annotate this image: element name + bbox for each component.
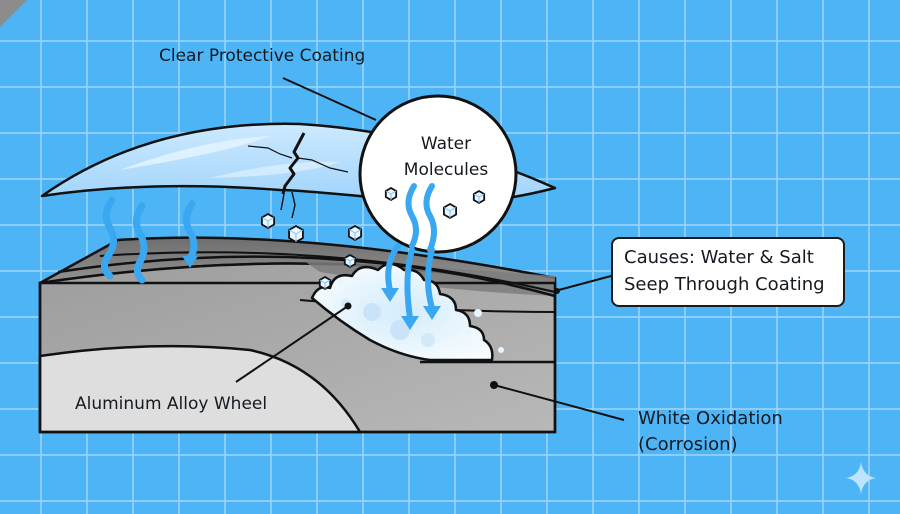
arrow-down-icon [182,256,198,268]
molecule-facet [443,207,457,218]
callout-line1: Causes: Water & Salt [624,247,814,268]
coating-label: Clear Protective Coating [159,46,366,66]
water-molecules [260,186,486,291]
water-stream [405,183,437,253]
molecule-facet [473,193,485,203]
water-wave-icon [101,196,198,284]
molecule-facet [385,190,397,200]
layer-line [57,255,556,298]
callout-line2: Seep Through Coating [624,274,825,295]
alloy-region [38,344,362,434]
wheel-outline [38,281,557,434]
molecule-facet [319,279,331,289]
sparkle-icon [846,462,876,494]
molecule-facet [348,229,362,240]
bubble-label-line1: Water [420,134,472,154]
oxidation-label-line1: White Oxidation [638,408,783,429]
magnifier-bubble [358,94,518,254]
corner-fold [0,0,27,27]
crack-icon [281,132,306,195]
bubble-label: Water Molecules [386,131,506,183]
layer-line [99,251,556,293]
water-flow-arrows [385,243,435,321]
oxidation-label-line2: (Corrosion) [638,434,738,455]
molecule-facet [288,229,304,242]
molecule-facet [344,257,356,267]
causes-callout: Causes: Water & Salt Seep Through Coatin… [611,237,845,307]
molecule-facet [261,217,275,228]
wheel-label: Aluminum Alloy Wheel [75,394,268,414]
arrow-down-icon [381,288,441,330]
bubble-label-line2: Molecules [403,160,489,180]
leader-lines [235,77,625,421]
